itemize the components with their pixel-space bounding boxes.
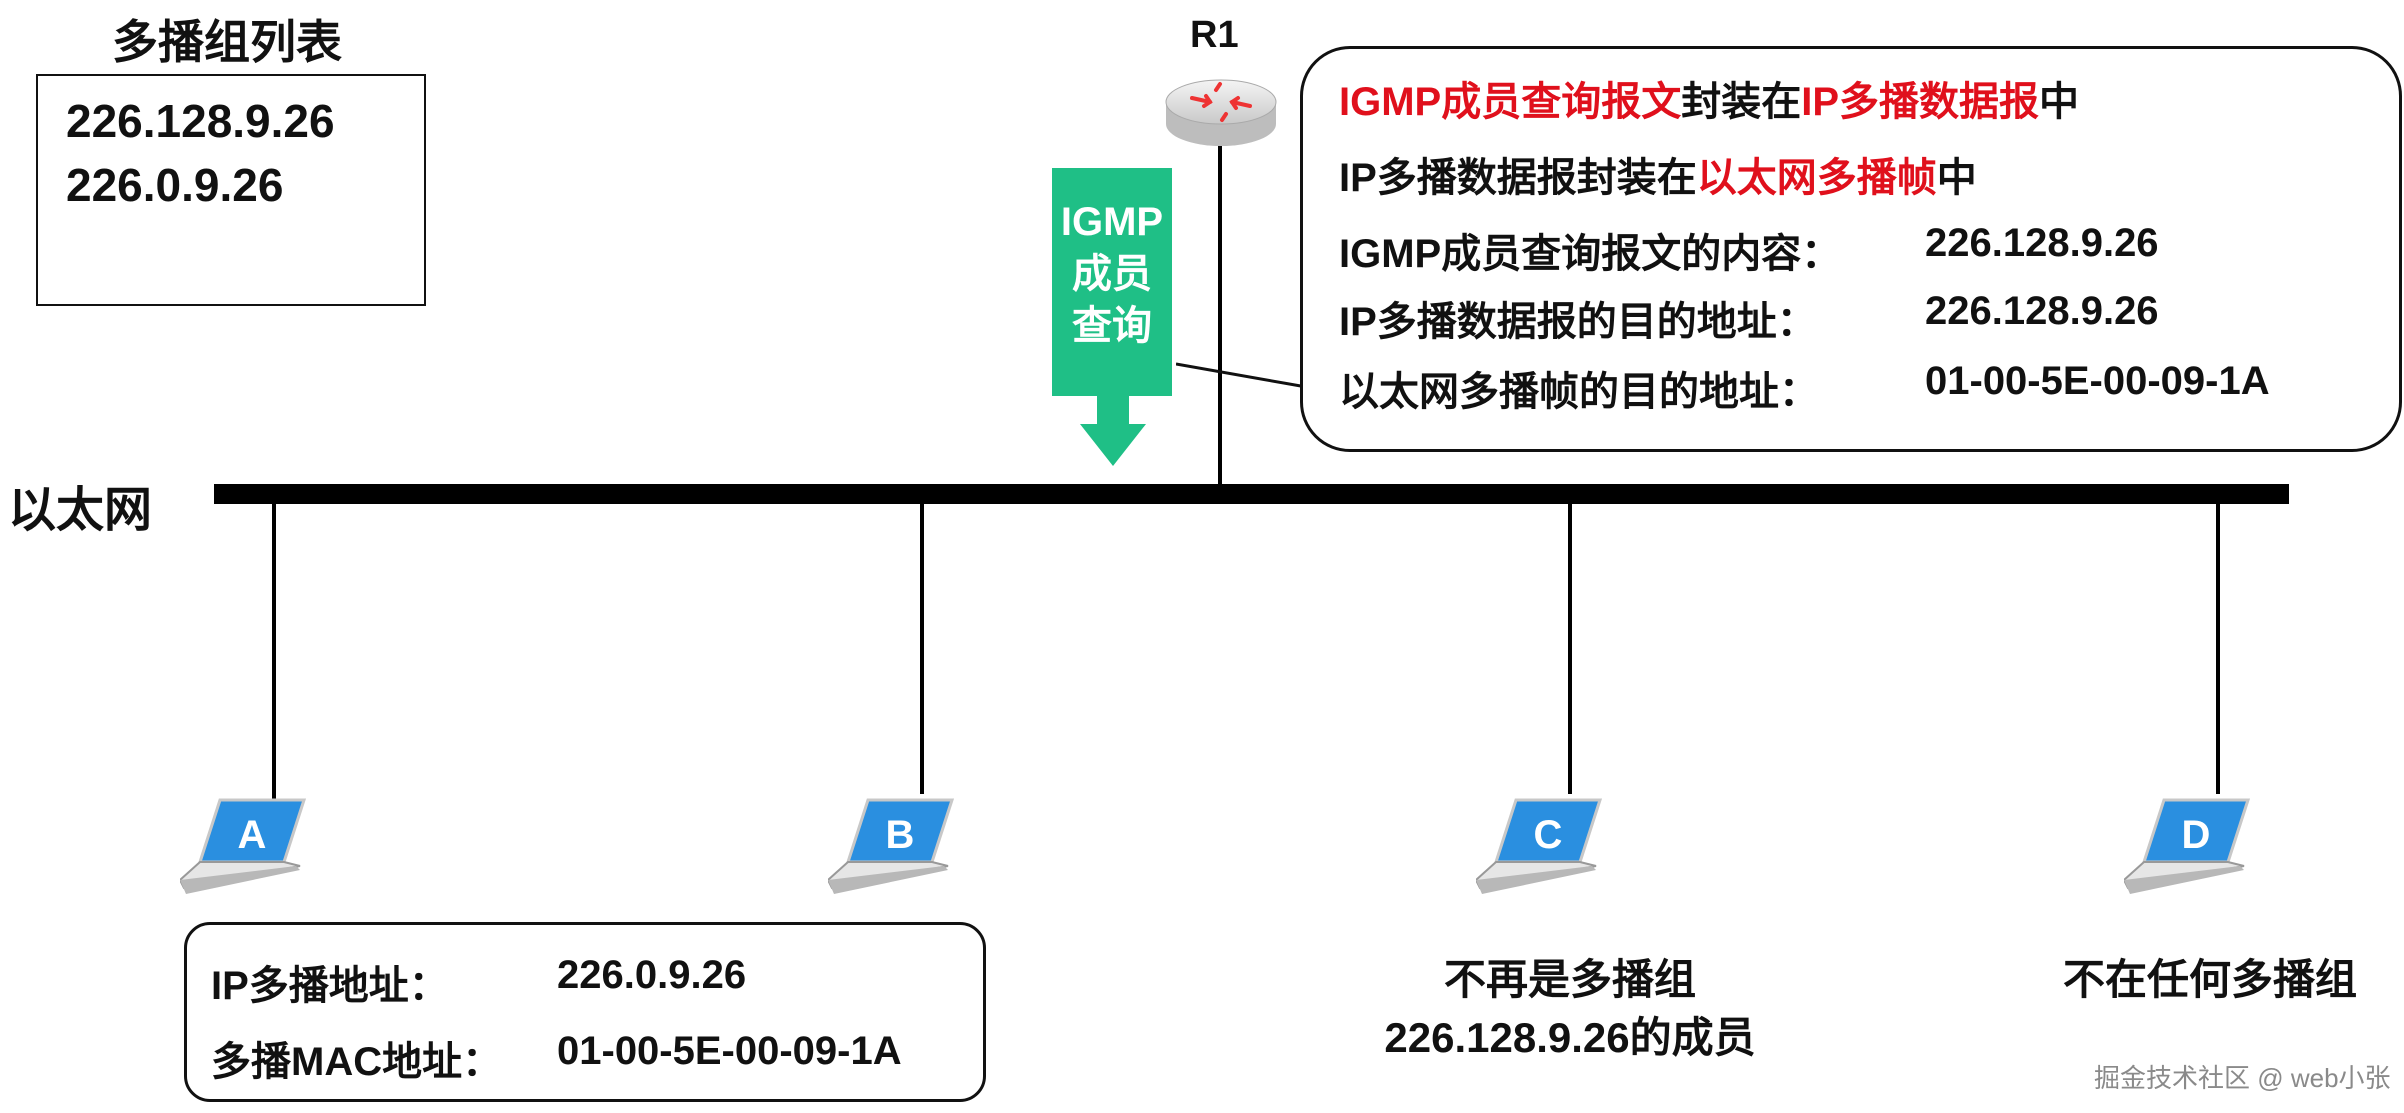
callout-row-value-1: 226.128.9.26 (1925, 221, 2159, 265)
callout-line2-part1: IP多播数据报封装在 (1339, 156, 1697, 200)
group-entry-1: 226.128.9.26 (66, 95, 335, 147)
watermark: 掘金技术社区 @ web小张 (2094, 1063, 2391, 1093)
host-a-link (272, 500, 276, 812)
igmp-line-2: 成员 (1072, 252, 1152, 296)
igmp-line-1: IGMP (1060, 200, 1164, 244)
igmp-query-box: IGMP 成员 查询 (1052, 168, 1172, 396)
host-c-note-line1: 不再是多播组 (1443, 956, 1696, 1003)
host-a-mac-value: 01-00-5E-00-09-1A (557, 1029, 902, 1073)
laptop-a-icon: A (180, 798, 307, 894)
group-list-box: 226.128.9.26 226.0.9.26 (36, 74, 426, 306)
host-d-label: D (2182, 813, 2211, 857)
host-c-label: C (1534, 813, 1563, 857)
host-b-label: B (886, 813, 915, 857)
callout-line2-part3: 中 (1936, 156, 1977, 200)
callout-line1-part1: IGMP成员查询报文 (1339, 80, 1682, 124)
host-a-mac-label: 多播MAC地址： (211, 1040, 503, 1084)
host-a-label: A (238, 813, 267, 857)
host-a-ip-label: IP多播地址： (211, 964, 449, 1008)
igmp-line-3: 查询 (1072, 304, 1152, 348)
laptop-b-icon: B (828, 798, 955, 894)
callout-line1-part2: 封装在 (1681, 80, 1802, 124)
callout-row-value-2: 226.128.9.26 (1925, 289, 2159, 333)
group-entry-2: 226.0.9.26 (66, 159, 284, 211)
ethernet-bus (214, 484, 2289, 504)
ethernet-label: 以太网 (8, 484, 153, 537)
host-a-ip-value: 226.0.9.26 (557, 953, 747, 997)
callout-row-label-3: 以太网多播帧的目的地址： (1339, 370, 1819, 414)
group-list-title: 多播组列表 (112, 16, 342, 68)
host-b-link (920, 500, 924, 794)
laptop-c-icon: C (1476, 798, 1603, 894)
callout-line1-part3: IP多播数据报 (1801, 80, 2040, 124)
callout-line-2: IP多播数据报封装在以太网多播帧中 (1339, 145, 1977, 203)
callout-line1-part4: 中 (2039, 80, 2080, 124)
host-d-note: 不在任何多播组 (2062, 956, 2357, 1003)
host-c-note-line2: 226.128.9.26的成员 (1384, 1014, 1756, 1061)
down-arrow-icon (1080, 394, 1146, 466)
callout-box: IGMP成员查询报文封装在IP多播数据报中 IP多播数据报封装在以太网多播帧中 … (1300, 46, 2402, 452)
router-label: R1 (1190, 14, 1239, 56)
callout-row-value-3: 01-00-5E-00-09-1A (1925, 359, 2270, 403)
laptop-d-icon: D (2124, 798, 2251, 894)
host-a-info-box: IP多播地址： 226.0.9.26 多播MAC地址： 01-00-5E-00-… (184, 922, 986, 1102)
callout-line2-part2: 以太网多播帧 (1696, 156, 1937, 200)
callout-row-label-1: IGMP成员查询报文的内容： (1339, 232, 1842, 276)
host-d-link (2216, 500, 2220, 794)
router-link (1218, 146, 1222, 492)
callout-row-label-2: IP多播数据报的目的地址： (1339, 300, 1817, 344)
router-icon (1165, 79, 1277, 146)
host-c-link (1568, 500, 1572, 794)
callout-line-1: IGMP成员查询报文封装在IP多播数据报中 (1339, 69, 2079, 127)
